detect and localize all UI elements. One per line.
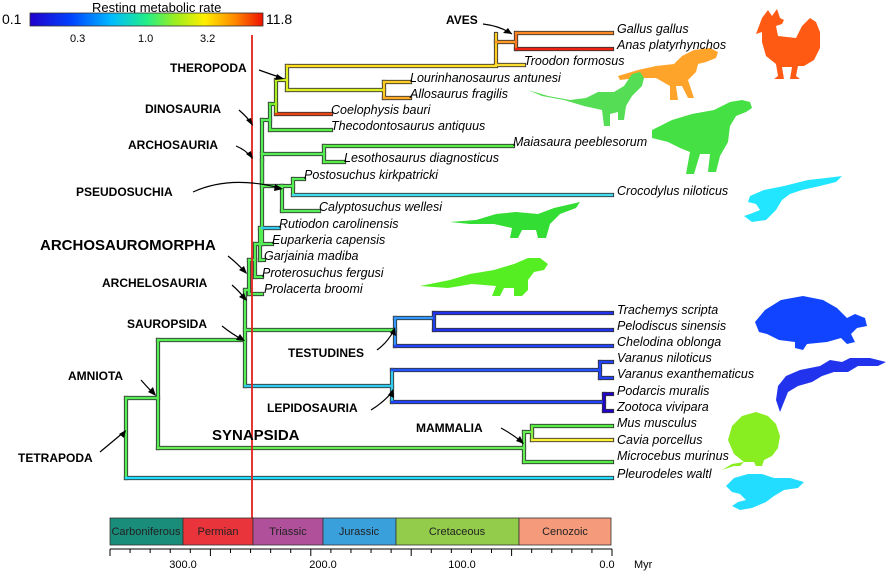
taxon-label: Crocodylus niloticus [617, 184, 728, 198]
taxon-label: Cavia porcellus [617, 433, 702, 447]
taxon-label: Proterosuchus fergusi [262, 266, 385, 280]
arrowhead [246, 118, 253, 126]
taxon-label: Garjainia madiba [264, 249, 359, 263]
taxon-label: Pleurodeles waltl [617, 467, 713, 481]
time-tick-label: 200.0 [309, 559, 337, 571]
rooster-silhouette [756, 9, 820, 79]
arrowhead [239, 293, 247, 301]
arrow [192, 181, 281, 193]
time-tick-label: 100.0 [448, 559, 476, 571]
period-label: Cenozoic [542, 526, 588, 538]
proterosuchus-silhouette [420, 258, 548, 296]
arrowhead [516, 436, 524, 444]
turtle-silhouette [755, 296, 867, 350]
crocodile-silhouette [744, 176, 842, 222]
arrowhead [388, 389, 394, 398]
taxon-label: Lesothosaurus diagnosticus [344, 151, 499, 165]
clade-label-theropoda: THEROPODA [170, 61, 247, 75]
taxon-label: Calyptosuchus wellesi [319, 200, 443, 214]
period-bar [322, 517, 397, 546]
taxon-label: Varanus niloticus [617, 351, 712, 365]
rutiodon-silhouette [450, 202, 580, 238]
newt-silhouette [726, 474, 804, 510]
taxon-label: Chelodina oblonga [617, 335, 721, 349]
arrowhead [119, 430, 126, 438]
period-label: Jurassic [339, 526, 380, 538]
clade-label-synapsida: SYNAPSIDA [212, 427, 300, 444]
taxon-label: Coelophysis bauri [331, 103, 432, 117]
clade-label-archosauria: ARCHOSAURIA [128, 138, 218, 152]
phylogenetic-tree [123, 30, 615, 481]
colorbar-gradient [29, 12, 264, 27]
period-bar [518, 517, 612, 546]
period-label: Permian [198, 526, 239, 538]
silhouettes [420, 9, 886, 510]
arrowhead [239, 266, 247, 274]
taxon-label: Microcebus murinus [617, 449, 729, 463]
time-tick-label: 300.0 [169, 559, 197, 571]
period-bar [252, 517, 324, 546]
taxon-label: Prolacerta broomi [264, 282, 364, 296]
arrowhead [236, 334, 245, 341]
clade-names: AVES THEROPODA DINOSAURIA ARCHOSAURIA PS… [18, 13, 483, 465]
taxon-label: Thecodontosaurus antiquus [331, 119, 485, 133]
taxon-label: Troodon formosus [524, 54, 625, 68]
period-label: Triassic [269, 526, 307, 538]
geologic-timescale: Carboniferous Permian Triassic Jurassic … [109, 517, 653, 571]
taxon-label: Trachemys scripta [617, 303, 718, 317]
period-bar [182, 517, 254, 546]
colorbar-max-label: 11.8 [266, 11, 292, 27]
clade-label-sauropsida: SAUROPSIDA [127, 317, 207, 331]
time-tick-label: 0.0 [599, 559, 614, 571]
taxon-label: Maiasaura peeblesorum [513, 135, 647, 149]
arrowhead [274, 184, 283, 191]
period-bar [109, 517, 184, 546]
colorbar-tick: 0.3 [70, 33, 85, 45]
period-label: Carboniferous [111, 526, 181, 538]
clade-label-pseudosuchia: PSEUDOSUCHIA [76, 185, 173, 199]
taxon-label: Postosuchus kirkpatricki [304, 168, 439, 182]
arrowhead [503, 28, 512, 34]
maiasaura-silhouette [652, 100, 752, 174]
colorbar-tick: 3.2 [200, 33, 215, 45]
taxon-label: Varanus exanthematicus [617, 367, 754, 381]
coelophysis-silhouette [528, 72, 644, 126]
arrowhead [148, 387, 156, 396]
clade-label-amniota: AMNIOTA [68, 369, 123, 383]
allosaurus-silhouette [618, 48, 718, 100]
time-axis-unit: Myr [634, 559, 653, 571]
period-label: Cretaceous [429, 526, 486, 538]
colorbar-title: Resting metabolic rate [92, 0, 221, 15]
taxon-label: Anas platyrhynchos [616, 38, 726, 52]
taxon-label: Allosaurus fragilis [409, 87, 508, 101]
arrowhead [246, 151, 253, 159]
taxon-label: Euparkeria capensis [272, 233, 385, 247]
taxon-label: Rutiodon carolinensis [279, 217, 399, 231]
clade-label-lepidosauria: LEPIDOSAURIA [267, 401, 358, 415]
arrowhead [390, 327, 396, 336]
guinea-pig-silhouette [722, 412, 780, 470]
taxon-label: Zootoca vivipara [616, 400, 709, 414]
taxon-label: Podarcis muralis [617, 384, 709, 398]
taxon-label: Gallus gallus [617, 22, 689, 36]
taxon-label: Pelodiscus sinensis [617, 319, 726, 333]
clade-label-testudines: TESTUDINES [288, 346, 364, 360]
taxon-labels: Gallus gallus Anas platyrhynchos Troodon… [262, 22, 754, 481]
arrowhead [275, 74, 284, 80]
colorbar: Resting metabolic rate 0.1 11.8 0.3 1.0 … [2, 0, 292, 45]
monitor-lizard-silhouette [776, 358, 886, 412]
clade-label-archosauromorpha: ARCHOSAUROMORPHA [40, 237, 216, 254]
clade-label-mammalia: MAMMALIA [416, 421, 483, 435]
clade-label-aves: AVES [446, 13, 478, 27]
clade-label-tetrapoda: TETRAPODA [18, 451, 93, 465]
clade-label-archelosauria: ARCHELOSAURIA [102, 276, 208, 290]
taxon-label: Lourinhanosaurus antunesi [410, 71, 562, 85]
taxon-label: Mus musculus [617, 416, 697, 430]
clade-label-dinosauria: DINOSAURIA [145, 102, 221, 116]
colorbar-min-label: 0.1 [2, 11, 22, 27]
clade-arrowheads [119, 28, 524, 444]
colorbar-tick: 1.0 [138, 33, 153, 45]
